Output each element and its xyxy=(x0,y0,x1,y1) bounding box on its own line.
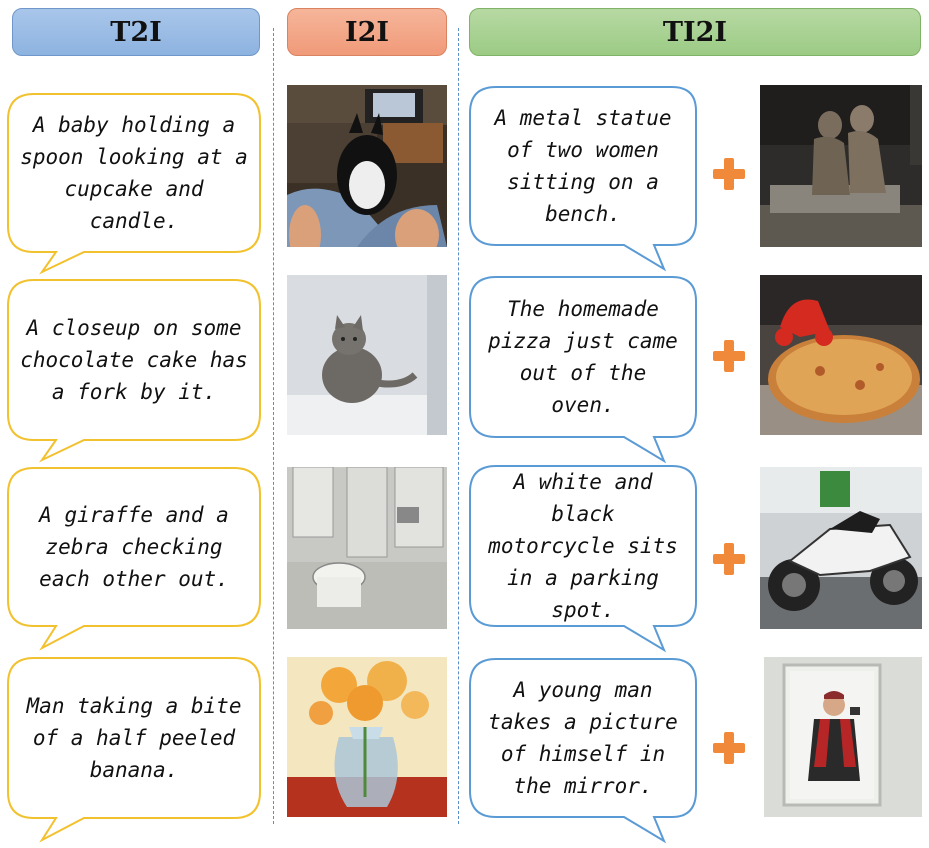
i2i-photo-flowers xyxy=(287,657,447,817)
pizza-photo-image xyxy=(760,275,922,435)
i2i-photo-cat xyxy=(287,275,447,435)
speech-bubble-shape xyxy=(7,279,261,463)
ti2i-bubble-3: A white and black motorcycle sits in a p… xyxy=(468,464,698,654)
flowers-photo-image xyxy=(287,657,447,817)
header-i2i: I2I xyxy=(287,8,447,56)
i2i-photo-dog xyxy=(287,85,447,247)
t2i-caption-4: Man taking a bite of a half peeled banan… xyxy=(26,694,242,782)
cat-photo-image xyxy=(287,275,447,435)
speech-bubble-shape xyxy=(469,86,697,272)
speech-bubble-shape xyxy=(7,93,261,275)
t2i-bubble-2: A closeup on some chocolate cake has a f… xyxy=(6,278,262,463)
plus-icon xyxy=(713,543,745,575)
ti2i-bubble-2: The homemade pizza just came out of the … xyxy=(468,275,698,465)
motorcycle-photo-image xyxy=(760,467,922,629)
header-t2i: T2I xyxy=(12,8,260,56)
header-ti2i: TI2I xyxy=(469,8,921,56)
bathroom-photo-image xyxy=(287,467,447,629)
speech-bubble-shape xyxy=(469,658,697,844)
ti2i-photo-statue xyxy=(760,85,922,247)
plus-icon xyxy=(713,340,745,372)
t2i-caption-1: A baby holding a spoon looking at a cupc… xyxy=(20,113,248,233)
ti2i-bubble-1: A metal statue of two women sitting on a… xyxy=(468,85,698,273)
ti2i-caption-3: A white and black motorcycle sits in a p… xyxy=(488,470,678,622)
t2i-bubble-3: A giraffe and a zebra checking each othe… xyxy=(6,466,262,651)
speech-bubble-shape xyxy=(7,467,261,651)
ti2i-photo-pizza xyxy=(760,275,922,435)
t2i-caption-3: A giraffe and a zebra checking each othe… xyxy=(39,503,229,591)
t2i-caption-2: A closeup on some chocolate cake has a f… xyxy=(20,316,248,404)
t2i-bubble-4: Man taking a bite of a half peeled banan… xyxy=(6,656,262,843)
ti2i-bubble-4: A young man takes a picture of himself i… xyxy=(468,657,698,847)
speech-bubble-shape xyxy=(7,657,261,843)
ti2i-caption-4: A young man takes a picture of himself i… xyxy=(488,678,678,798)
ti2i-caption-1: A metal statue of two women sitting on a… xyxy=(494,106,672,226)
divider-right xyxy=(458,28,459,824)
t2i-bubble-1: A baby holding a spoon looking at a cupc… xyxy=(6,92,262,275)
mirror-photo-image xyxy=(764,657,922,817)
ti2i-photo-motorcycle xyxy=(760,467,922,629)
speech-bubble-shape xyxy=(469,465,697,653)
ti2i-photo-mirror xyxy=(764,657,922,817)
plus-icon xyxy=(713,732,745,764)
dog-photo-image xyxy=(287,85,447,247)
ti2i-caption-2: The homemade pizza just came out of the … xyxy=(488,297,678,417)
speech-bubble-shape xyxy=(469,276,697,464)
divider-left xyxy=(273,28,274,824)
statue-photo-image xyxy=(760,85,922,247)
i2i-photo-bathroom xyxy=(287,467,447,629)
plus-icon xyxy=(713,158,745,190)
